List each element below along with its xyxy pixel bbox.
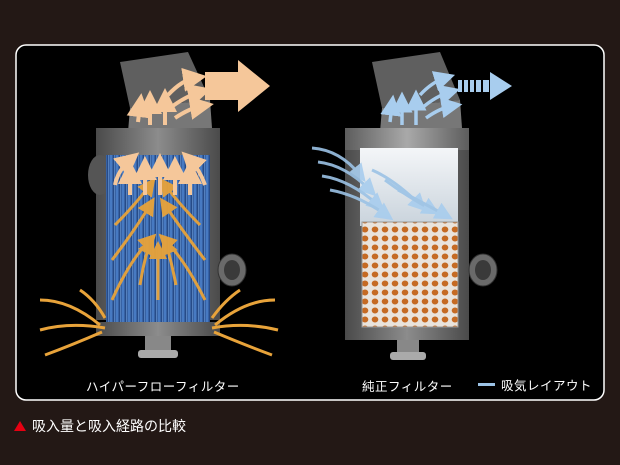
red-triangle-icon [14,421,26,431]
hyperflow-exhaust-arrow [205,60,270,112]
legend: 吸気レイアウト [478,375,592,394]
caption: 吸入量と吸入経路の比較 [14,416,186,436]
stock-filter-label: 純正フィルター [362,379,453,394]
legend-label: 吸気レイアウト [501,378,593,393]
caption-text: 吸入量と吸入経路の比較 [32,419,186,435]
hyperflow-filter-label: ハイパーフローフィルター [86,379,240,394]
hyperflow-filter-illustration [39,52,279,358]
blue-line-icon [478,383,495,386]
stock-exhaust-arrow [458,72,512,100]
stock-filter-illustration [311,52,512,360]
